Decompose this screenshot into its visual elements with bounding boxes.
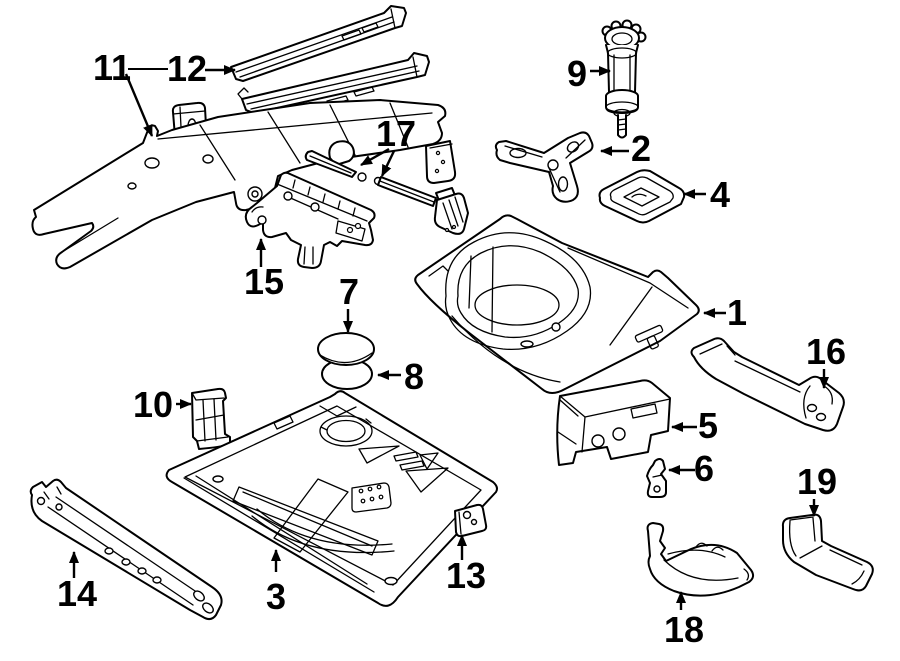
part-12-side-rails xyxy=(230,5,430,114)
callout-11: 11 xyxy=(93,47,168,137)
part-1-trunk-floor-panel xyxy=(414,214,700,394)
callout-10: 10 xyxy=(133,384,192,425)
part-2-y-bracket xyxy=(494,131,594,203)
callout-1: 1 xyxy=(703,292,747,333)
part-14-rear-crossmember xyxy=(29,478,223,621)
callout-1-label[interactable]: 1 xyxy=(727,292,747,333)
callout-15: 15 xyxy=(244,238,284,302)
callout-19: 19 xyxy=(797,461,837,517)
callout-16: 16 xyxy=(806,331,846,389)
callout-6-label[interactable]: 6 xyxy=(694,448,714,489)
callout-3: 3 xyxy=(266,549,286,617)
callout-19-label[interactable]: 19 xyxy=(797,461,837,502)
part-5-rail-reinforcement xyxy=(556,379,671,466)
callout-11-label[interactable]: 11 xyxy=(93,47,131,88)
callout-8-label[interactable]: 8 xyxy=(404,356,424,397)
callout-6: 6 xyxy=(668,448,714,489)
callout-5-label[interactable]: 5 xyxy=(698,405,718,446)
callout-14: 14 xyxy=(57,551,97,614)
part-4-access-cover xyxy=(598,169,686,224)
callout-13-label[interactable]: 13 xyxy=(446,555,486,596)
callout-11-arrow xyxy=(124,73,154,137)
part-17-sill-extensions xyxy=(304,140,469,235)
callout-9-label[interactable]: 9 xyxy=(567,53,587,94)
callout-12: 12 xyxy=(167,48,236,89)
callout-17-arrow-a xyxy=(360,147,390,167)
part-19-rear-bracket xyxy=(781,513,874,592)
part-3-center-floor-pan xyxy=(165,390,498,607)
callout-2-label[interactable]: 2 xyxy=(631,128,651,169)
callout-4-label[interactable]: 4 xyxy=(710,174,730,215)
callout-13: 13 xyxy=(446,534,486,596)
part-18-heat-shield xyxy=(646,522,755,597)
callout-5: 5 xyxy=(671,405,718,446)
callout-18: 18 xyxy=(664,591,704,650)
callout-18-label[interactable]: 18 xyxy=(664,609,704,650)
callout-4: 4 xyxy=(683,174,730,215)
part-7-floor-plug xyxy=(317,332,375,366)
callout-16-label[interactable]: 16 xyxy=(806,331,846,372)
callout-17: 17 xyxy=(360,113,416,177)
part-13-mounting-plate xyxy=(454,503,488,538)
callout-9: 9 xyxy=(567,53,611,94)
part-10-support-bracket xyxy=(191,387,231,450)
callout-8: 8 xyxy=(377,356,424,397)
callout-7-label[interactable]: 7 xyxy=(339,271,359,312)
callout-7: 7 xyxy=(339,271,359,333)
part-6-hook-bracket xyxy=(646,458,667,498)
callout-17-arrow-b xyxy=(380,150,396,177)
callout-17-label[interactable]: 17 xyxy=(376,113,416,154)
callouts: 1 2 3 4 5 6 7 8 xyxy=(57,47,846,650)
part-9-jack-cylinder xyxy=(601,19,647,139)
part-15-crossmember-bracket xyxy=(244,171,376,269)
callout-14-label[interactable]: 14 xyxy=(57,573,97,614)
callout-2: 2 xyxy=(600,128,651,169)
callout-15-label[interactable]: 15 xyxy=(244,261,284,302)
callout-3-label[interactable]: 3 xyxy=(266,576,286,617)
callout-12-label[interactable]: 12 xyxy=(167,48,207,89)
callout-10-label[interactable]: 10 xyxy=(133,384,173,425)
